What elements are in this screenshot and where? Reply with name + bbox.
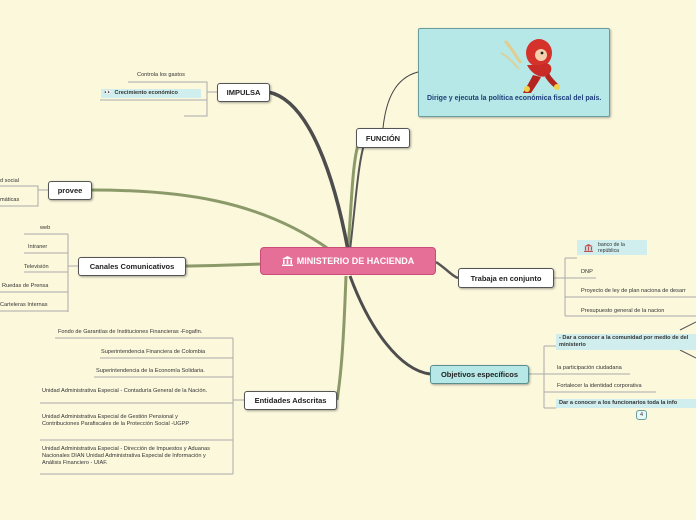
provee-item[interactable]: d social	[0, 178, 19, 185]
entidades-item[interactable]: Unidad Administrativa Especial de Gestió…	[42, 414, 202, 428]
node-entidades[interactable]: Entidades Adscritas	[244, 391, 337, 410]
link-funcion-note	[383, 72, 418, 128]
objetivos-item[interactable]: la participación ciudadana	[557, 365, 622, 372]
entidades-item[interactable]: Unidad Administrativa Especial - Contadu…	[42, 388, 212, 395]
branch-impulsa	[268, 92, 348, 250]
node-impulsa-label: IMPULSA	[227, 88, 261, 97]
canales-item[interactable]: web	[40, 225, 50, 232]
objetivos-item[interactable]: Fortalecer la identidad corporativa	[557, 383, 642, 390]
branch-canales	[186, 264, 262, 266]
canales-item[interactable]: Televisión	[24, 264, 49, 271]
node-objetivos[interactable]: Objetivos específicos	[430, 365, 529, 384]
node-canales-label: Canales Comunicativos	[90, 262, 175, 271]
entidades-item[interactable]: Fondo de Garantías de Instituciones Fina…	[58, 329, 202, 336]
node-impulsa[interactable]: IMPULSA	[217, 83, 270, 102]
objetivos-item[interactable]: Dar a conocer a los funcionarios toda la…	[556, 399, 696, 408]
canales-item[interactable]: Ruedas de Prensa	[2, 283, 48, 290]
entidades-item[interactable]: Superintendencia de la Economía Solidari…	[96, 368, 205, 375]
collapsed-count-badge[interactable]: 4	[636, 410, 647, 420]
branch-trabaja	[436, 262, 458, 278]
branch-provee	[92, 190, 330, 250]
node-entidades-label: Entidades Adscritas	[255, 396, 327, 405]
node-trabaja-label: Trabaja en conjunto	[471, 274, 542, 283]
branch-entidades	[337, 276, 346, 400]
bank-icon	[282, 256, 293, 266]
trabaja-item[interactable]: Presupuesto general de la nacion	[581, 308, 664, 315]
mascot-image	[497, 31, 567, 95]
node-trabaja[interactable]: Trabaja en conjunto	[458, 268, 554, 288]
central-topic[interactable]: MINISTERIO DE HACIENDA	[260, 247, 436, 275]
trabaja-item[interactable]: DNP	[581, 269, 593, 276]
trabaja-item[interactable]: Proyecto de ley de plan naciona de desar…	[581, 288, 686, 295]
node-objetivos-label: Objetivos específicos	[441, 370, 518, 379]
bank-icon	[584, 244, 593, 252]
canales-item[interactable]: Intraner	[28, 244, 47, 251]
central-topic-label: MINISTERIO DE HACIENDA	[297, 256, 415, 266]
impulsa-item[interactable]: 👀 Crecimiento económico	[101, 89, 201, 98]
canales-item[interactable]: Carteleras Internas	[0, 302, 48, 309]
objetivos-item[interactable]: - Dar a conocer a la comunidad por medio…	[556, 334, 696, 350]
node-funcion-label: FUNCIÓN	[366, 134, 400, 143]
impulsa-item[interactable]: Controla los gastos	[137, 72, 185, 79]
funcion-note-text: Dirige y ejecuta la política económica f…	[427, 95, 605, 103]
branch-objetivos	[350, 276, 430, 374]
trabaja-item[interactable]: banco de la república	[577, 240, 647, 255]
entidades-item[interactable]: Superintendencia Financiera de Colombia	[101, 349, 205, 356]
impulsa-item-label: Crecimiento económico	[114, 90, 177, 96]
entidades-item[interactable]: Unidad Administrativa Especial - Direcci…	[42, 446, 220, 466]
node-funcion[interactable]: FUNCIÓN	[356, 128, 410, 148]
node-provee-label: provee	[58, 186, 83, 195]
provee-item[interactable]: máticas	[0, 197, 19, 204]
node-provee[interactable]: provee	[48, 181, 92, 200]
trabaja-item-label: banco de la república	[598, 242, 638, 254]
eyes-icon: 👀	[104, 90, 110, 96]
branch-funcion	[348, 138, 360, 249]
funcion-note: Dirige y ejecuta la política económica f…	[418, 28, 610, 117]
node-canales[interactable]: Canales Comunicativos	[78, 257, 186, 276]
